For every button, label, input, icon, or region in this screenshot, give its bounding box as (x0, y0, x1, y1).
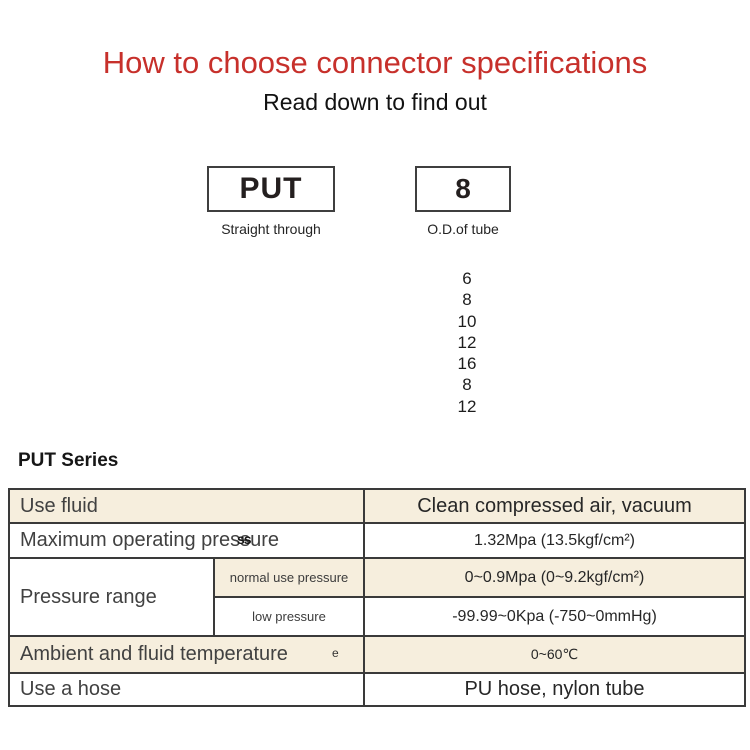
tube-size-box: 8 (415, 166, 511, 212)
table-row-pressure-range: Pressure range normal use pressure 0~0.9… (10, 557, 744, 635)
size-option: 12 (457, 332, 477, 352)
stray-text-artifact: e (332, 646, 339, 660)
size-option: 8 (462, 290, 472, 310)
size-option: 12 (457, 396, 477, 416)
table-row-max-pressure: Maximum operating pressure ss 1.32Mpa (1… (10, 522, 744, 557)
size-option: 6 (462, 269, 472, 288)
row-label-text: Maximum operating pressure (20, 529, 279, 551)
table-row-use-fluid: Use fluid Clean compressed air, vacuum (10, 490, 744, 522)
row-label-text: Ambient and fluid temperature (20, 643, 288, 665)
size-option: 16 (457, 354, 477, 374)
row-label: Maximum operating pressure ss (10, 524, 365, 557)
pressure-range-subtable: normal use pressure 0~0.9Mpa (0~9.2kgf/c… (215, 559, 744, 635)
tube-size-caption: O.D.of tube (427, 221, 499, 237)
model-code-box: PUT (207, 166, 335, 212)
tube-size-options: 6 8 10 12 16 8 12 (427, 268, 507, 417)
subrow-label: low pressure (215, 598, 365, 635)
subrow-normal-pressure: normal use pressure 0~0.9Mpa (0~9.2kgf/c… (215, 559, 744, 598)
page-subtitle: Read down to find out (263, 89, 487, 115)
row-value: 0~60℃ (365, 637, 744, 672)
page-title: How to choose connector specifications (102, 45, 648, 80)
row-value: 1.32Mpa (13.5kgf/cm²) (474, 531, 635, 549)
row-label: Use fluid (10, 490, 365, 522)
size-option: 8 (462, 375, 472, 395)
subrow-low-pressure: low pressure -99.99~0Kpa (-750~0mmHg) (215, 598, 744, 635)
subrow-label: normal use pressure (215, 559, 365, 596)
row-label: Use a hose (10, 674, 365, 705)
row-value: PU hose, nylon tube (464, 678, 645, 700)
table-row-temperature: Ambient and fluid temperature e 0~60℃ (10, 635, 744, 672)
series-title: PUT Series (18, 450, 119, 471)
overlap-text-artifact: ss (237, 531, 252, 547)
size-option: 10 (457, 311, 477, 331)
model-code-caption: Straight through (221, 221, 321, 237)
row-value: Clean compressed air, vacuum (365, 490, 744, 522)
subrow-value: 0~0.9Mpa (0~9.2kgf/cm²) (464, 568, 645, 586)
row-label: Pressure range (10, 559, 215, 635)
row-label: Ambient and fluid temperature e (10, 637, 365, 672)
spec-table: Use fluid Clean compressed air, vacuum M… (8, 488, 746, 707)
table-row-hose: Use a hose PU hose, nylon tube (10, 672, 744, 705)
subrow-value: -99.99~0Kpa (-750~0mmHg) (452, 607, 657, 625)
